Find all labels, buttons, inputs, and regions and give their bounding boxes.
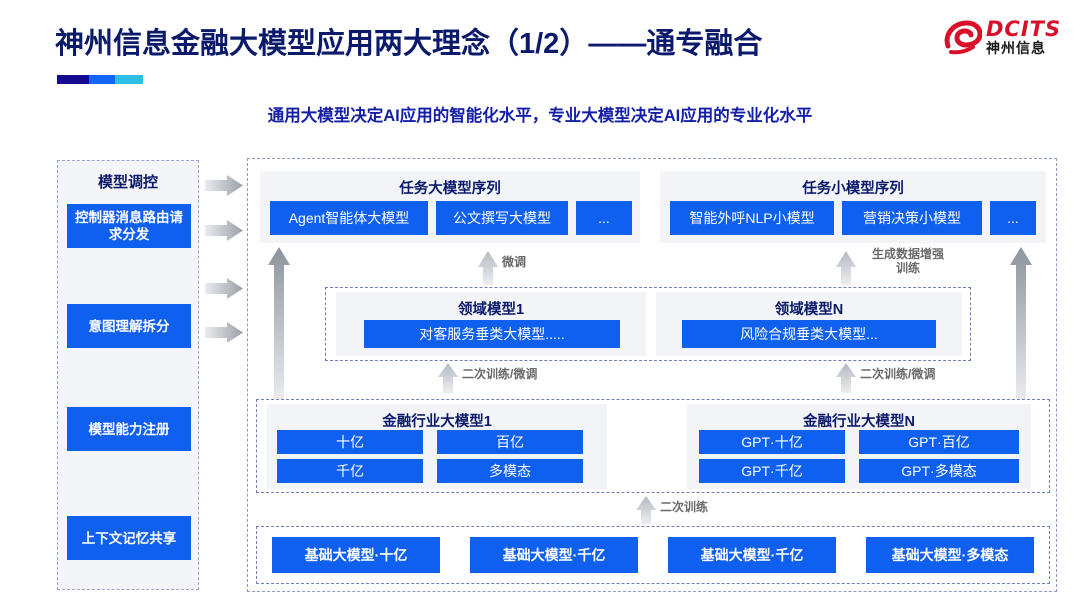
arrow-label-retrain: 二次训练 bbox=[660, 500, 709, 514]
arrow-label-gen-data-aug-l1: 生成数据增强 bbox=[871, 247, 944, 261]
page-title: 神州信息金融大模型应用两大理念（1/2）——通专融合 bbox=[55, 28, 763, 60]
arrow-label-finetune: 微调 bbox=[502, 255, 527, 269]
industry-box-1-multimodal[interactable]: 多模态 bbox=[437, 459, 583, 483]
model-stack-container: 任务大模型序列 Agent智能体大模型 公文撰写大模型 ... 任务小模型序列 … bbox=[247, 158, 1057, 592]
page-header: 神州信息金融大模型应用两大理念（1/2）——通专融合 DCITS 神州信息 通用… bbox=[0, 0, 1080, 125]
industry-group-1: 金融行业大模型1 十亿 百亿 千亿 多模态 bbox=[267, 404, 607, 489]
task-group-small: 任务小模型序列 智能外呼NLP小模型 营销决策小模型 ... bbox=[660, 171, 1046, 243]
task-box-outbound-nlp[interactable]: 智能外呼NLP小模型 bbox=[670, 201, 834, 235]
industry-group-1-title: 金融行业大模型1 bbox=[382, 414, 492, 430]
arrow-gen-data-aug bbox=[836, 251, 856, 290]
task-group-small-title: 任务小模型序列 bbox=[802, 181, 904, 197]
flow-arrow-right-3 bbox=[205, 278, 243, 299]
control-item-context-memory[interactable]: 上下文记忆共享 bbox=[67, 516, 191, 560]
industry-group-n: 金融行业大模型N GPT·十亿 GPT·百亿 GPT·千亿 GPT·多模态 bbox=[687, 404, 1031, 489]
task-box-more-large[interactable]: ... bbox=[576, 201, 632, 235]
domain-models-wrapper: 领域模型1 对客服务垂类大模型..... 领域模型N 风险合规垂类大模型... bbox=[325, 287, 971, 361]
arrow-label-gen-data-aug: 生成数据增强 训练 bbox=[860, 247, 956, 275]
arrow-label-retrain-finetune-left: 二次训练/微调 bbox=[462, 367, 538, 381]
arrow-retrain bbox=[636, 496, 656, 529]
accent-segment-dark bbox=[57, 75, 89, 84]
industry-models-wrapper: 金融行业大模型1 十亿 百亿 千亿 多模态 金融行业大模型N GPT·十亿 GP… bbox=[256, 399, 1050, 493]
task-box-doc-writing[interactable]: 公文撰写大模型 bbox=[436, 201, 568, 235]
task-group-large: 任务大模型序列 Agent智能体大模型 公文撰写大模型 ... bbox=[260, 171, 640, 243]
control-item-router[interactable]: 控制器消息路由请求分发 bbox=[67, 204, 191, 248]
riser-arrow-right bbox=[1010, 247, 1032, 404]
arrow-finetune-left bbox=[478, 251, 498, 290]
accent-segment-cyan bbox=[115, 75, 143, 84]
domain-group-1-title: 领域模型1 bbox=[457, 302, 525, 318]
dcits-swirl-icon bbox=[942, 20, 983, 56]
company-logo: DCITS 神州信息 bbox=[942, 16, 1068, 68]
logo-wordmark: DCITS 神州信息 bbox=[986, 18, 1061, 57]
logo-text-cn: 神州信息 bbox=[986, 40, 1046, 56]
arrow-retrain-finetune-right bbox=[836, 363, 856, 398]
task-group-large-title: 任务大模型序列 bbox=[399, 181, 501, 197]
diagram-stage: 模型调控 控制器消息路由请求分发 意图理解拆分 模型能力注册 上下文记忆共享 任… bbox=[0, 150, 1080, 605]
page-subtitle: 通用大模型决定AI应用的智能化水平，专业大模型决定AI应用的专业化水平 bbox=[267, 107, 813, 125]
arrow-label-gen-data-aug-l2: 训练 bbox=[895, 261, 920, 275]
flow-arrow-right-2 bbox=[205, 220, 243, 241]
domain-box-risk-compliance[interactable]: 风险合规垂类大模型... bbox=[682, 320, 936, 348]
arrow-label-retrain-finetune-right: 二次训练/微调 bbox=[860, 367, 936, 381]
industry-group-n-title: 金融行业大模型N bbox=[803, 414, 915, 430]
task-box-agent[interactable]: Agent智能体大模型 bbox=[270, 201, 428, 235]
logo-text-en: DCITS bbox=[986, 17, 1062, 41]
task-box-marketing-decision[interactable]: 营销决策小模型 bbox=[842, 201, 982, 235]
industry-box-n-hundredbillion[interactable]: GPT·千亿 bbox=[699, 459, 845, 483]
industry-box-1-hundredbillion[interactable]: 千亿 bbox=[277, 459, 423, 483]
domain-group-1: 领域模型1 对客服务垂类大模型..... bbox=[336, 292, 646, 356]
title-accent-bar bbox=[57, 75, 143, 84]
base-model-box-3[interactable]: 基础大模型·千亿 bbox=[668, 537, 836, 573]
control-item-capability-registry[interactable]: 模型能力注册 bbox=[67, 407, 191, 451]
control-panel-title: 模型调控 bbox=[97, 174, 158, 191]
base-model-box-4[interactable]: 基础大模型·多模态 bbox=[866, 537, 1034, 573]
riser-arrow-left bbox=[268, 247, 290, 404]
industry-box-1-tenbillion[interactable]: 百亿 bbox=[437, 430, 583, 454]
flow-arrow-right-1 bbox=[205, 175, 243, 196]
base-model-box-1[interactable]: 基础大模型·十亿 bbox=[272, 537, 440, 573]
domain-group-n: 领域模型N 风险合规垂类大模型... bbox=[656, 292, 962, 356]
industry-box-n-multimodal[interactable]: GPT·多模态 bbox=[859, 459, 1019, 483]
flow-arrow-right-4 bbox=[205, 322, 243, 343]
arrow-retrain-finetune-left bbox=[438, 363, 458, 398]
base-models-wrapper: 基础大模型·十亿 基础大模型·千亿 基础大模型·千亿 基础大模型·多模态 bbox=[256, 526, 1050, 584]
accent-segment-blue bbox=[89, 75, 115, 84]
industry-box-1-billion[interactable]: 十亿 bbox=[277, 430, 423, 454]
industry-box-n-tenbillion[interactable]: GPT·百亿 bbox=[859, 430, 1019, 454]
domain-box-customer-service[interactable]: 对客服务垂类大模型..... bbox=[364, 320, 620, 348]
control-item-intent[interactable]: 意图理解拆分 bbox=[67, 304, 191, 348]
control-panel: 模型调控 控制器消息路由请求分发 意图理解拆分 模型能力注册 上下文记忆共享 bbox=[57, 160, 199, 590]
task-box-more-small[interactable]: ... bbox=[990, 201, 1036, 235]
domain-group-n-title: 领域模型N bbox=[774, 302, 844, 318]
industry-box-n-billion[interactable]: GPT·十亿 bbox=[699, 430, 845, 454]
base-model-box-2[interactable]: 基础大模型·千亿 bbox=[470, 537, 638, 573]
